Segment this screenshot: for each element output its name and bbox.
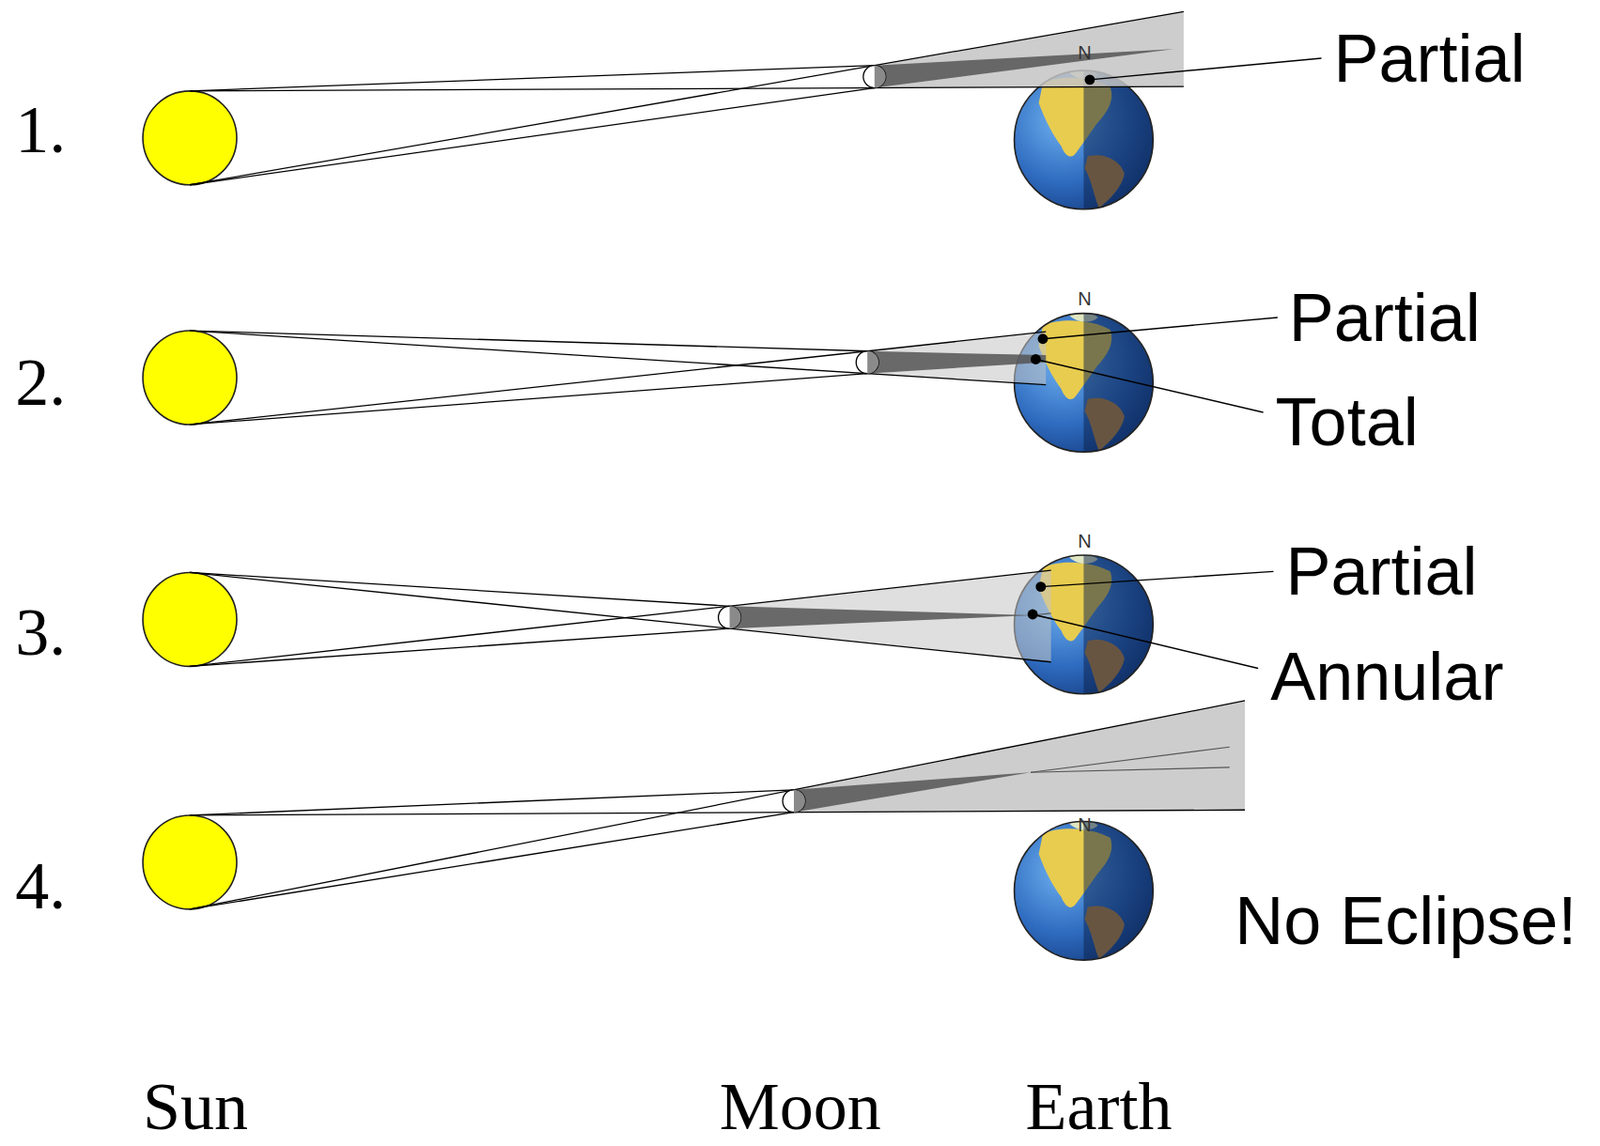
moon-dark-half (730, 605, 742, 629)
tangent-line (189, 572, 1052, 662)
tangent-line (189, 88, 875, 186)
tangent-line (189, 86, 1184, 92)
antumbra-line (1030, 746, 1230, 773)
tangent-line (189, 572, 731, 606)
eclipse-label: Partial (1334, 24, 1526, 93)
tangent-line (189, 812, 794, 910)
observer-dot (1030, 354, 1041, 365)
tangent-line (189, 331, 1046, 425)
tangent-line (189, 330, 868, 352)
sun-disc (142, 572, 237, 667)
observer-dot (1027, 609, 1039, 621)
umbra (867, 351, 1046, 374)
observer-dot (1085, 74, 1096, 85)
tangent-line (189, 65, 875, 92)
earth-globe (1014, 69, 1154, 210)
penumbra (874, 11, 1184, 88)
eclipse-row (142, 554, 1153, 695)
tangent-line (189, 628, 731, 667)
sun-disc (142, 330, 237, 425)
eclipse-label: Annular (1270, 642, 1504, 711)
row-number: 1. (15, 95, 66, 164)
ocean (1014, 821, 1154, 961)
penumbra (730, 570, 1052, 663)
eclipse-row (142, 11, 1184, 210)
night-side (1083, 555, 1153, 695)
tangent-line (189, 700, 1245, 910)
antumbra-line (1030, 767, 1230, 773)
eclipse-label: No Eclipse! (1234, 886, 1577, 955)
sun-disc (142, 815, 237, 910)
moon-disc (782, 790, 806, 813)
moon-disc (855, 351, 879, 374)
body-name: Moon (719, 1072, 882, 1141)
north-marker: N (1077, 43, 1091, 63)
penumbra (867, 331, 1046, 386)
observer-dot (1035, 581, 1046, 592)
row-number: 4. (15, 852, 66, 920)
eclipse-row (142, 700, 1245, 961)
earth-outline (1014, 70, 1154, 210)
eclipse-row (142, 312, 1153, 453)
moon-disc (863, 65, 886, 89)
north-marker: N (1077, 289, 1091, 309)
umbra (730, 605, 1034, 629)
observer-dot (1038, 333, 1049, 344)
earth-outline (1014, 821, 1154, 961)
eclipse-label: Total (1275, 388, 1419, 456)
leader-line (1035, 358, 1263, 412)
north-marker: N (1077, 531, 1091, 551)
ocean (1014, 70, 1154, 210)
night-side (1083, 70, 1153, 210)
sun-disc (142, 91, 237, 186)
leader-line (1040, 571, 1274, 587)
north-marker: N (1077, 815, 1091, 835)
earth-globe (1014, 821, 1154, 962)
umbra (874, 48, 1174, 88)
leader-line (1089, 58, 1322, 80)
tangent-line (189, 373, 868, 425)
tangent-line (189, 11, 1184, 185)
body-name: Earth (1025, 1072, 1173, 1141)
body-name: Sun (142, 1072, 249, 1141)
tangent-line (189, 330, 1046, 386)
eclipse-label: Partial (1289, 283, 1481, 352)
tangent-line (189, 570, 1052, 667)
moon-dark-half (793, 790, 806, 813)
leader-line (1042, 317, 1278, 340)
row-number: 3. (15, 598, 66, 667)
moon-dark-half (867, 351, 879, 374)
umbra (793, 772, 1031, 812)
penumbra (793, 700, 1245, 813)
night-side (1083, 821, 1153, 961)
eclipse-label: Partial (1285, 537, 1477, 606)
moon-dark-half (874, 65, 886, 89)
moon-disc (718, 605, 742, 629)
tangent-line (189, 790, 794, 816)
row-number: 2. (15, 348, 66, 417)
leader-line (1032, 614, 1259, 669)
